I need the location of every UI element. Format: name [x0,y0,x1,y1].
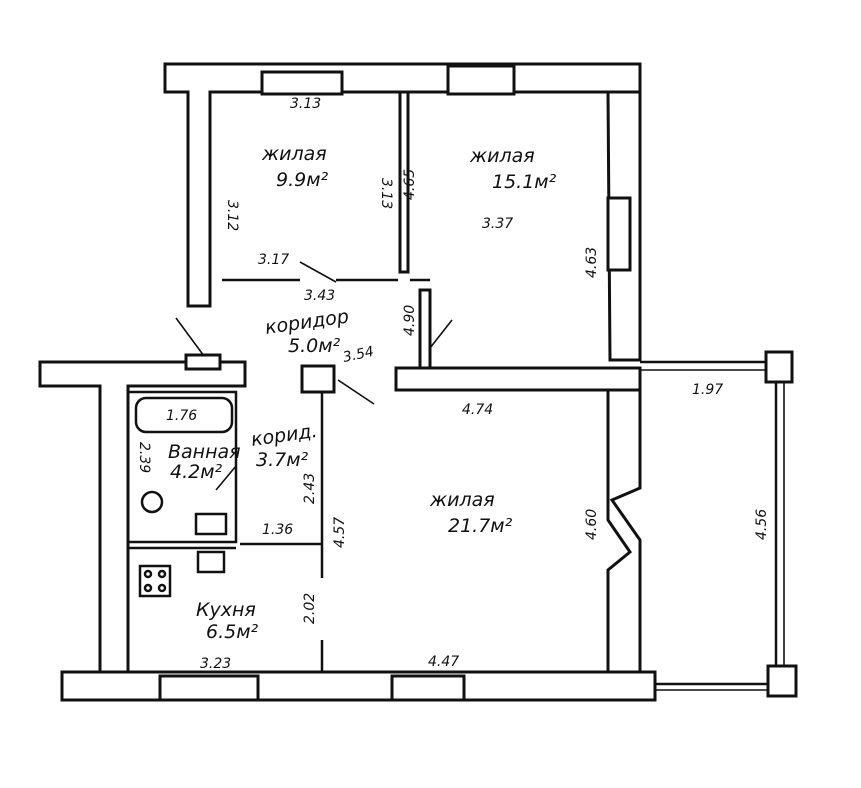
room-area-living-big: 21.7м² [448,515,513,537]
stove-burner [143,583,153,593]
dimension-label: 4.47 [428,654,459,670]
room-name-living-small: жилая [261,143,327,165]
door-swing [175,317,205,357]
walls [38,62,657,702]
window-right-upper [606,196,632,272]
window-top-right [446,64,516,96]
room-area-living-mid: 15.1м² [492,171,557,193]
bathroom-sink [194,512,228,536]
dimension-label: 2.02 [302,593,318,624]
toilet [140,490,164,514]
dimension-label: 2.43 [302,473,318,504]
door-swing [215,465,237,491]
partitions [126,261,453,672]
door-swing [429,319,453,349]
dimension-label: 3.23 [200,656,231,672]
balcony [640,350,798,698]
kitchen-sink [196,550,226,574]
dimension-label: 3.54 [342,344,376,366]
stove-burner [157,583,167,593]
right-wall-lower [606,388,642,674]
stove-burner [143,569,153,579]
room-name-corridor: коридор [264,305,351,339]
room-name-living-big: жилая [429,489,495,511]
dimension-label: 4.90 [402,305,418,336]
window-bottom-right [390,674,466,702]
top-wall [163,62,642,308]
stove-burner [157,569,167,579]
window-bottom-left [158,674,260,702]
stove [138,564,172,598]
column-corridor [300,364,336,394]
dimension-label: 4.56 [754,509,770,540]
partition-top-rooms [398,90,410,274]
dimension-label: 2.39 [136,442,152,473]
room-name-corridor2: корид. [250,420,319,451]
room-area-corridor2: 3.7м² [256,449,309,471]
dimension-label: 4.60 [584,509,600,540]
partition-big-room-top [394,366,642,392]
room-area-corridor: 5.0м² [288,335,341,357]
dimension-label: 4.65 [402,169,418,200]
room-name-living-mid: жилая [469,145,535,167]
dimension-label: 4.74 [462,402,493,418]
dimension-label: 4.57 [332,517,348,548]
bottom-wall [60,670,657,702]
door-swing [337,379,375,405]
room-name-kitchen: Кухня [196,599,256,621]
dimension-label: 3.43 [304,288,335,304]
dimension-label: 3.37 [482,216,513,232]
corridor-stub [418,288,432,370]
room-area-kitchen: 6.5м² [206,621,259,643]
dimension-label: 1.76 [166,408,197,424]
dimension-labels: 3.13 3.12 3.13 4.65 3.37 4.63 3.17 3.43 … [136,96,770,672]
bathtub [134,396,234,434]
door-swing [299,261,337,283]
dimension-label: 3.12 [224,200,240,231]
dimension-label: 1.36 [262,522,293,538]
balcony-post-bottom [766,664,798,698]
dimension-label: 3.13 [378,178,394,209]
window-top-left [260,70,344,96]
window-left-stub [184,353,222,371]
balcony-post-top [764,350,794,384]
dimension-label: 4.63 [584,247,600,278]
dimension-label: 3.17 [258,252,289,268]
dimension-label: 3.13 [290,96,321,112]
room-area-living-small: 9.9м² [276,169,329,191]
dimension-label: 1.97 [692,382,723,398]
room-area-bathroom: 4.2м² [170,461,223,483]
room-name-bathroom: Ванная [168,441,241,463]
